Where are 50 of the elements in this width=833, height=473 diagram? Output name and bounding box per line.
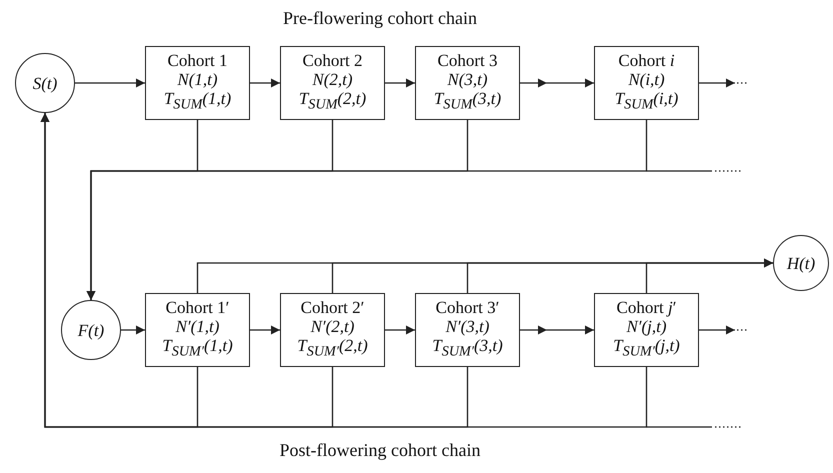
cohort-box [594, 293, 699, 367]
temperature-sum-label: T$_{SUM′}$(j,t) [613, 336, 680, 362]
cohort-box [280, 293, 385, 367]
temperature-sum-label: T$_{SUM}$(1,t) [164, 89, 232, 115]
temperature-sum-label: T$_{SUM′}$(1,t) [162, 336, 233, 362]
cohort-name: Cohort i [618, 51, 675, 70]
population-label: N(2,t) [312, 70, 353, 90]
arrow [86, 120, 648, 300]
cohort-box [145, 46, 250, 120]
cohort-box [145, 293, 250, 367]
cohort-name: Cohort 1′ [166, 298, 230, 318]
arrow [520, 78, 594, 88]
arrow [250, 78, 280, 88]
state-label: F(t) [78, 320, 104, 340]
population-label: N′(1,t) [176, 317, 220, 336]
cohort-name: Cohort 2 [302, 51, 362, 70]
arrow [385, 78, 415, 88]
cohort-box [280, 46, 385, 120]
arrow [40, 113, 648, 428]
cohort-name: Cohort 2′ [300, 298, 364, 318]
temperature-sum-label: T$_{SUM}$(2,t) [298, 89, 366, 115]
population-label: N′(3,t) [446, 317, 490, 336]
arrow [385, 326, 415, 334]
cohort-name: Cohort 3′ [436, 298, 500, 318]
cohort-box [415, 293, 520, 367]
arrow [699, 326, 735, 334]
arrow [121, 326, 145, 334]
state-label: H(t) [786, 254, 816, 272]
arrow [75, 78, 145, 88]
cohort-name: Cohort 1 [168, 51, 228, 70]
chain-title: Pre-flowering cohort chain [283, 8, 477, 29]
population-label: N(1,t) [177, 70, 218, 90]
state-label: S(t) [32, 74, 58, 92]
cohort-box [594, 46, 699, 120]
temperature-sum-label: T$_{SUM}$(i,t) [614, 89, 678, 115]
population-label: N′(j,t) [626, 317, 667, 336]
cohort-name: Cohort j′ [616, 298, 676, 318]
arrow [520, 326, 594, 334]
temperature-sum-label: T$_{SUM′}$(3,t) [432, 336, 503, 362]
population-label: N(3,t) [447, 70, 488, 90]
cohort-box [415, 46, 520, 120]
chain-title: Post-flowering cohort chain [280, 440, 480, 461]
arrow [699, 78, 735, 88]
population-label: N(i,t) [628, 70, 665, 90]
population-label: N′(2,t) [310, 317, 354, 336]
temperature-sum-label: T$_{SUM}$(3,t) [434, 89, 502, 115]
cohort-name: Cohort 3 [438, 51, 498, 70]
arrow [646, 258, 773, 293]
temperature-sum-label: T$_{SUM′}$(2,t) [297, 336, 368, 362]
arrow [250, 326, 280, 334]
